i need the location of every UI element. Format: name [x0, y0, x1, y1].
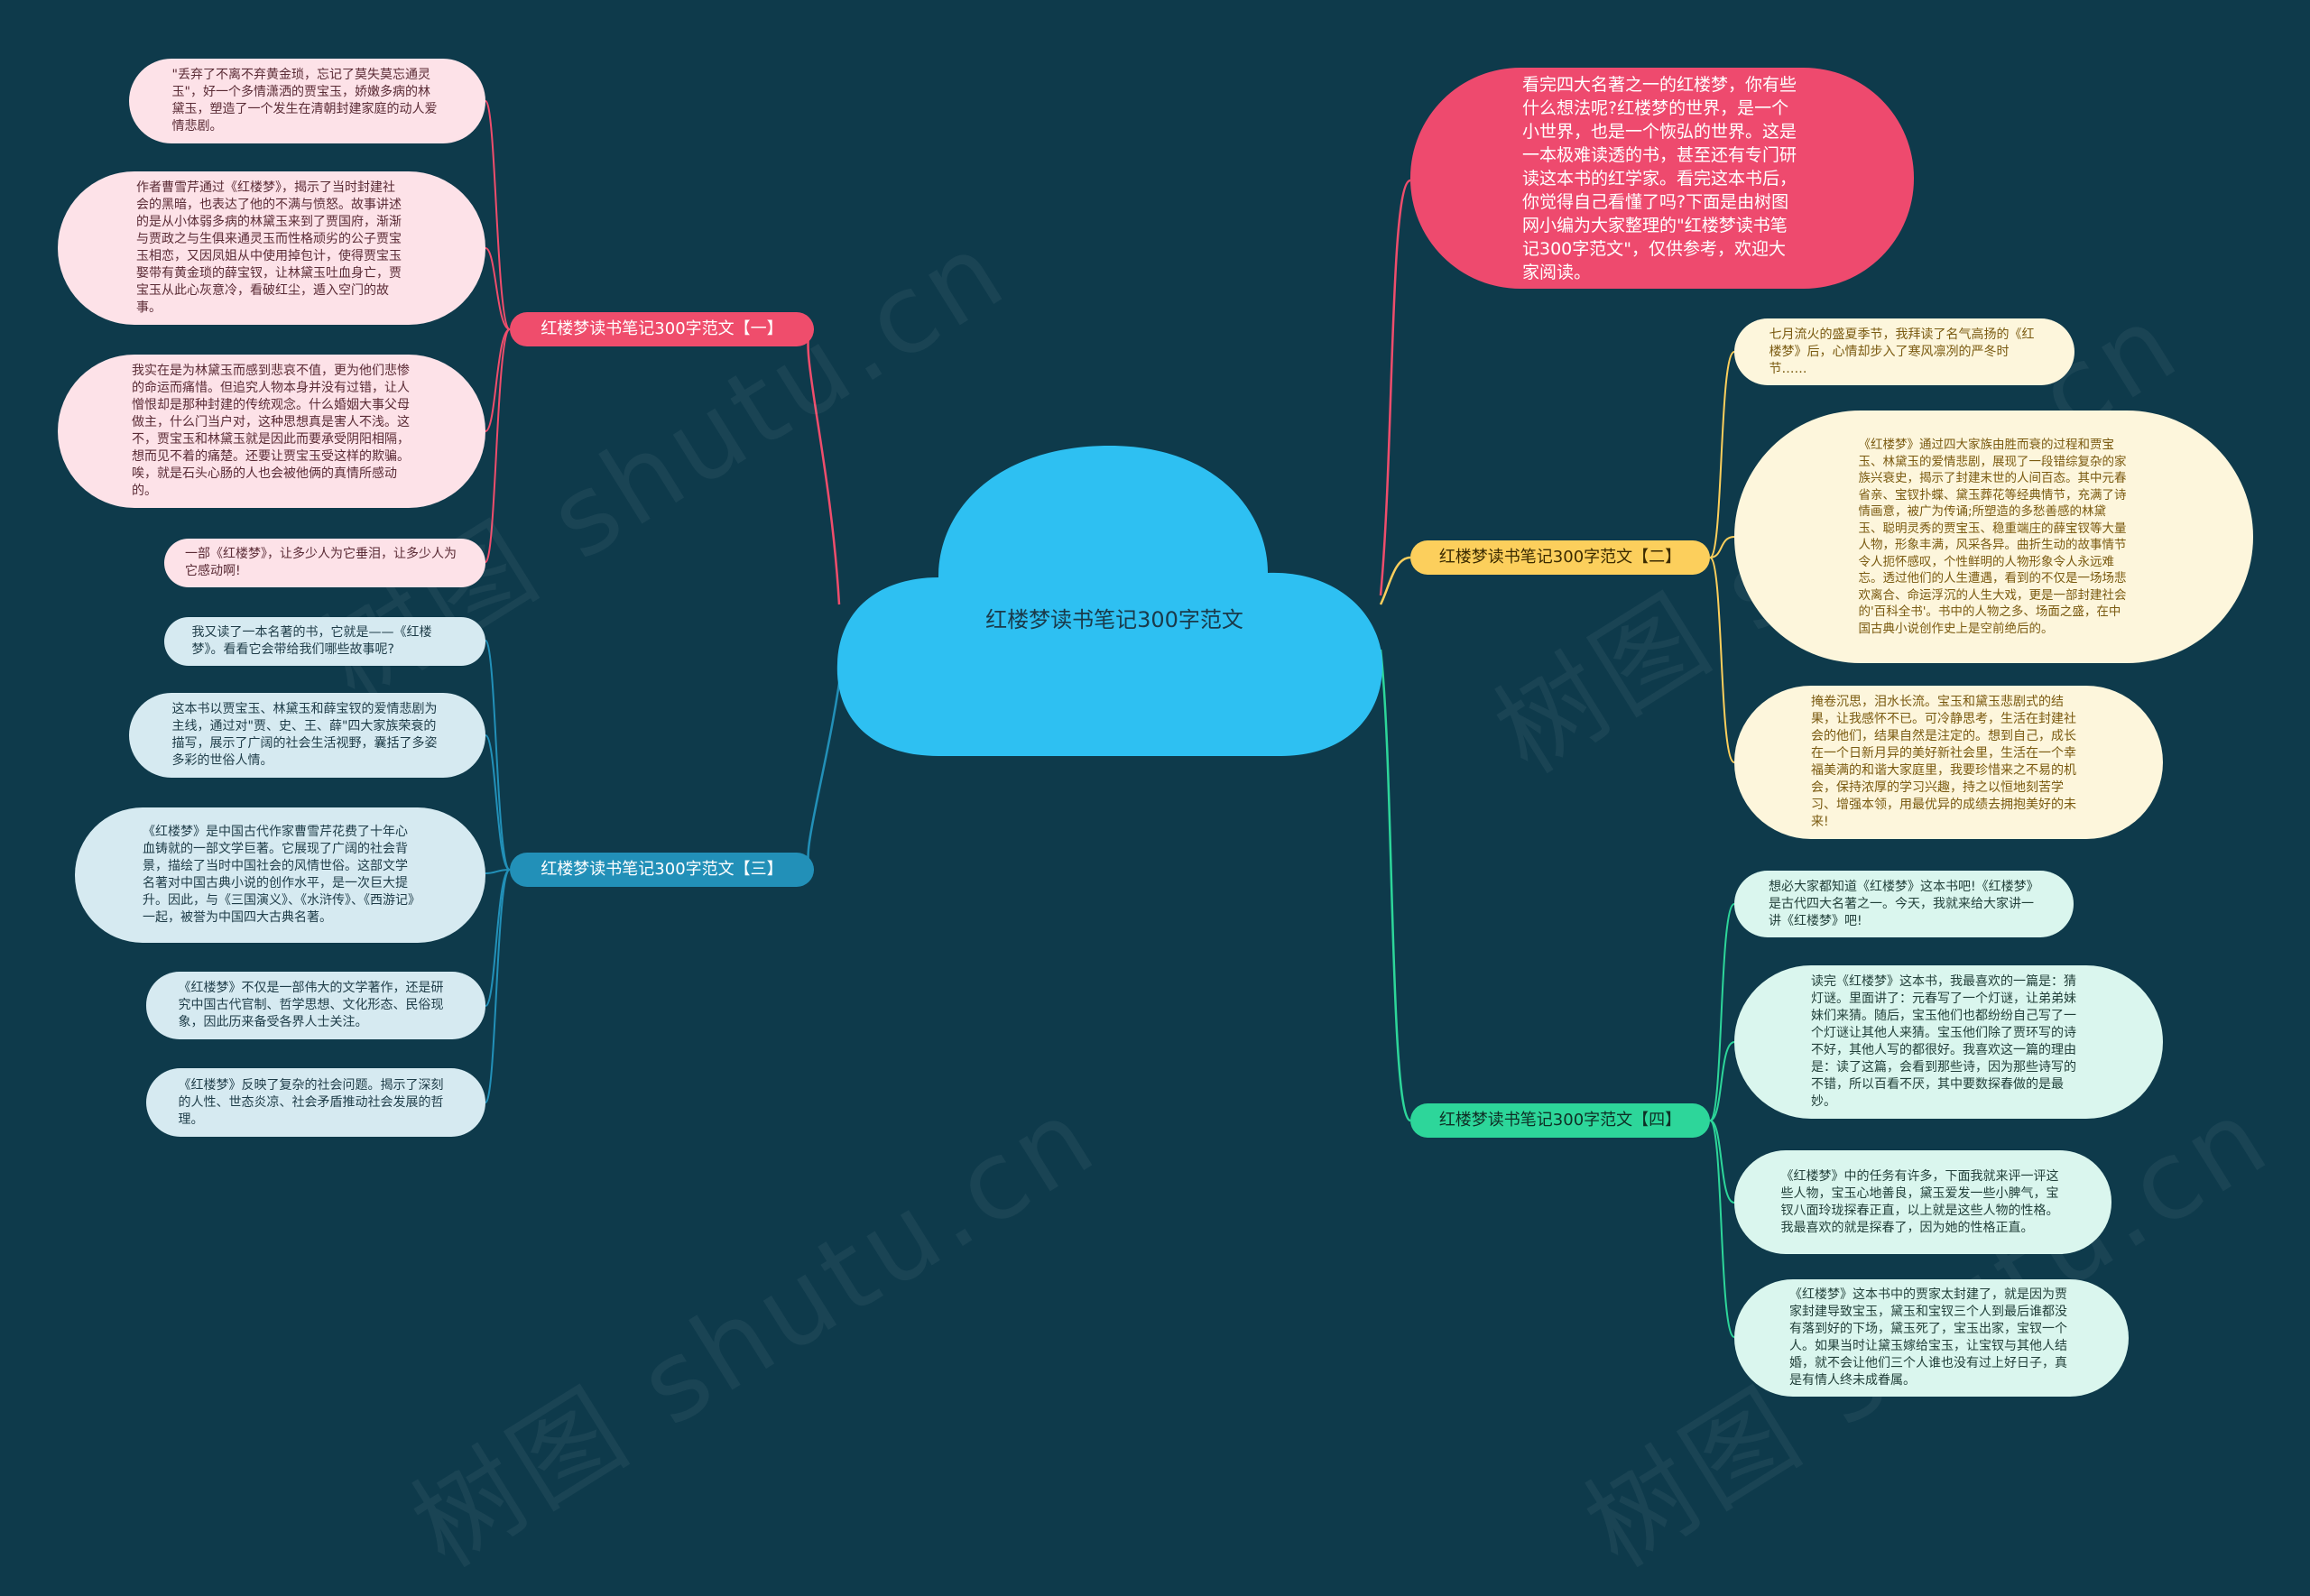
link-branch3-leaf5: [485, 869, 511, 1103]
link-branch3-leaf2: [485, 734, 511, 871]
branch-4-leaf-4[interactable]: 《红楼梦》这本书中的贾家太封建了，就是因为贾家封建导致宝玉，黛玉和宝钗三个人到最…: [1734, 1279, 2129, 1397]
branch-4-node[interactable]: 红楼梦读书笔记300字范文【四】: [1410, 1103, 1710, 1138]
branch-4-leaf-2[interactable]: 读完《红楼梦》这本书，我最喜欢的一篇是：猜灯谜。里面讲了：元春写了一个灯谜，让弟…: [1734, 965, 2163, 1119]
link-branch4-leaf4: [1709, 1120, 1735, 1338]
center-cloud-shape: [836, 446, 1382, 756]
branch-1-leaf-1[interactable]: "丢弃了不离不弃黄金琐，忘记了莫失莫忘通灵玉"，好一个多情潇洒的贾宝玉，娇嫩多病…: [129, 59, 485, 143]
intro-bubble[interactable]: 看完四大名著之一的红楼梦，你有些什么想法呢?红楼梦的世界，是一个小世界，也是一个…: [1410, 68, 1914, 289]
link-branch4-leaf2: [1709, 1041, 1735, 1121]
link-center-branch2: [1379, 556, 1411, 605]
link-branch3-leaf1: [485, 640, 511, 871]
branch-1-leaf-4[interactable]: 一部《红楼梦》，让多少人为它垂泪，让多少人为它感动啊!: [164, 539, 485, 587]
branch-1-leaf-2[interactable]: 作者曹雪芹通过《红楼梦》，揭示了当时封建社会的黑暗，也表达了他的不满与愤怒。故事…: [58, 171, 485, 325]
connector-lines: [485, 100, 1735, 1338]
branch-1-leaf-3[interactable]: 我实在是为林黛玉而感到悲哀不值，更为他们悲惨的命运而痛惜。但追究人物本身并没有过…: [58, 355, 485, 508]
link-branch4-leaf3: [1709, 1120, 1735, 1204]
link-branch1-leaf2: [485, 247, 511, 330]
branch-3-leaf-2[interactable]: 这本书以贾宝玉、林黛玉和薛宝钗的爱情悲剧为主线，通过对"贾、史、王、薛"四大家族…: [129, 693, 485, 778]
branch-1-node[interactable]: 红楼梦读书笔记300字范文【一】: [510, 312, 814, 346]
branch-4-leaf-1[interactable]: 想必大家都知道《红楼梦》这本书吧!《红楼梦》是古代四大名著之一。今天，我就来给大…: [1734, 871, 2074, 937]
mindmap-canvas: 树图 shutu.cn 树图 shutu.cn 树图 shutu.cn 树图 s…: [58, 59, 2291, 1591]
link-center-branch4: [1379, 649, 1411, 1122]
central-topic[interactable]: 红楼梦读书笔记300字范文: [985, 607, 1243, 632]
link-branch3-leaf3: [485, 869, 511, 874]
branch-2-leaf-3[interactable]: 掩卷沉思，泪水长流。宝玉和黛玉悲剧式的结果，让我感怀不已。可冷静思考，生活在封建…: [1734, 686, 2163, 839]
link-branch2-leaf2: [1709, 536, 1735, 558]
branch-3-node[interactable]: 红楼梦读书笔记300字范文【三】: [510, 853, 814, 887]
link-branch2-leaf3: [1709, 557, 1735, 763]
link-branch4-leaf1: [1709, 903, 1735, 1121]
branch-3-leaf-1[interactable]: 我又读了一本名著的书，它就是——《红楼梦》。看看它会带给我们哪些故事呢?: [164, 617, 485, 666]
link-center-intro: [1379, 179, 1411, 596]
link-branch1-leaf3: [485, 328, 511, 432]
link-branch2-leaf1: [1709, 351, 1735, 558]
branch-4-leaf-3[interactable]: 《红楼梦》中的任务有许多，下面我就来评一评这些人物，宝玉心地善良，黛玉爱发一些小…: [1734, 1150, 2111, 1254]
branch-2-node[interactable]: 红楼梦读书笔记300字范文【二】: [1410, 540, 1710, 575]
branch-2-leaf-2[interactable]: 《红楼梦》通过四大家族由胜而衰的过程和贾宝玉、林黛玉的爱情悲剧，展现了一段错综复…: [1734, 411, 2253, 663]
link-branch1-leaf4: [485, 328, 511, 563]
link-branch3-leaf4: [485, 869, 511, 1007]
branch-3-leaf-4[interactable]: 《红楼梦》不仅是一部伟大的文学著作，还是研究中国古代官制、哲学思想、文化形态、民…: [146, 972, 485, 1039]
branch-2-leaf-1[interactable]: 七月流火的盛夏季节，我拜读了名气高扬的《红楼梦》后，心情却步入了寒风凛冽的严冬时…: [1734, 318, 2074, 385]
branch-3-leaf-3[interactable]: 《红楼梦》是中国古代作家曹雪芹花费了十年心血铸就的一部文学巨著。它展现了广阔的社…: [75, 807, 485, 943]
intro-text: 看完四大名著之一的红楼梦，你有些什么想法呢?红楼梦的世界，是一个小世界，也是一个…: [1522, 74, 1797, 282]
branch-3-leaf-5[interactable]: 《红楼梦》反映了复杂的社会问题。揭示了深刻的人性、世态炎凉、社会矛盾推动社会发展…: [146, 1068, 485, 1137]
link-branch1-leaf1: [485, 100, 511, 330]
